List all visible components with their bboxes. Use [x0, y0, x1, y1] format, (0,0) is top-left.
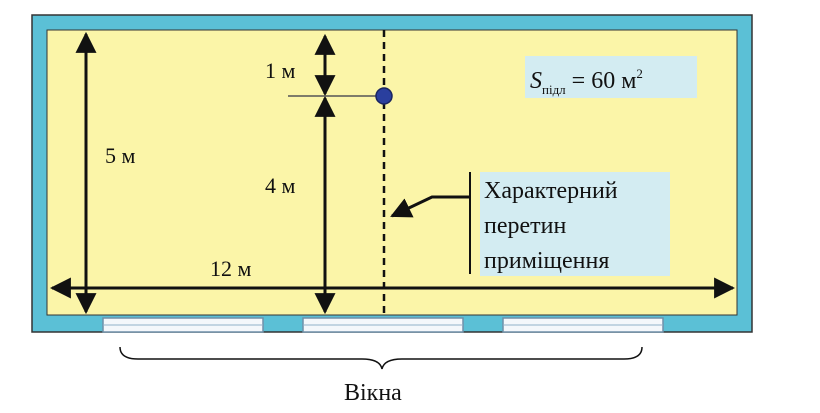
- label-windows: Вікна: [344, 380, 402, 406]
- windows-brace: [119, 346, 643, 370]
- section-pointer-arrow: [390, 195, 470, 218]
- area-symbol: S: [530, 68, 542, 94]
- section-label-line-3: приміщення: [484, 248, 609, 274]
- area-label-box: [525, 56, 697, 98]
- label-height-4m: 4 м: [265, 173, 296, 198]
- window-1: [102, 317, 264, 333]
- window-3: [502, 317, 664, 333]
- area-exponent: 2: [636, 66, 643, 81]
- area-subscript: підл: [542, 82, 566, 97]
- section-label-line-2: перетин: [484, 213, 566, 239]
- area-value: = 60 м: [572, 68, 637, 94]
- window-2: [302, 317, 464, 333]
- label-width-12m: 12 м: [210, 256, 252, 281]
- section-label-line-1: Характерний: [484, 178, 618, 204]
- section-label-box: [480, 172, 670, 276]
- label-height-1m: 1 м: [265, 58, 296, 83]
- calculation-point: [375, 87, 393, 105]
- area-label: Sпідл = 60 м2: [530, 66, 643, 97]
- label-height-5m: 5 м: [105, 143, 136, 168]
